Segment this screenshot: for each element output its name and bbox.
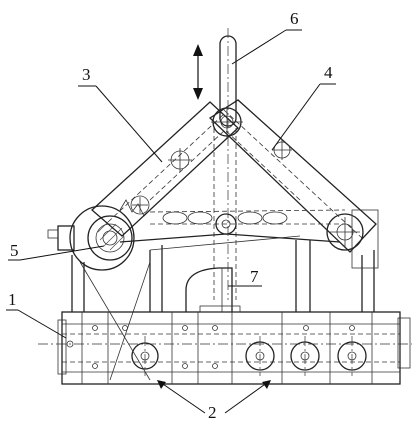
rollers [131, 336, 367, 376]
arm-left [91, 101, 239, 237]
label-3: 3 [82, 65, 91, 84]
label-5: 5 [10, 241, 19, 260]
top-rod [211, 28, 243, 300]
inner-linkage [119, 128, 346, 300]
label-7: 7 [250, 267, 259, 286]
lift-arrow [193, 44, 203, 100]
uprights [71, 240, 375, 381]
label-4: 4 [324, 63, 333, 82]
bracket [185, 267, 241, 313]
arm-right [208, 99, 379, 269]
label-6: 6 [290, 9, 299, 28]
leaders [6, 29, 336, 414]
base-frame [38, 311, 412, 385]
label-1: 1 [8, 290, 17, 309]
label-2: 2 [208, 403, 217, 422]
winch-drum [47, 195, 151, 271]
